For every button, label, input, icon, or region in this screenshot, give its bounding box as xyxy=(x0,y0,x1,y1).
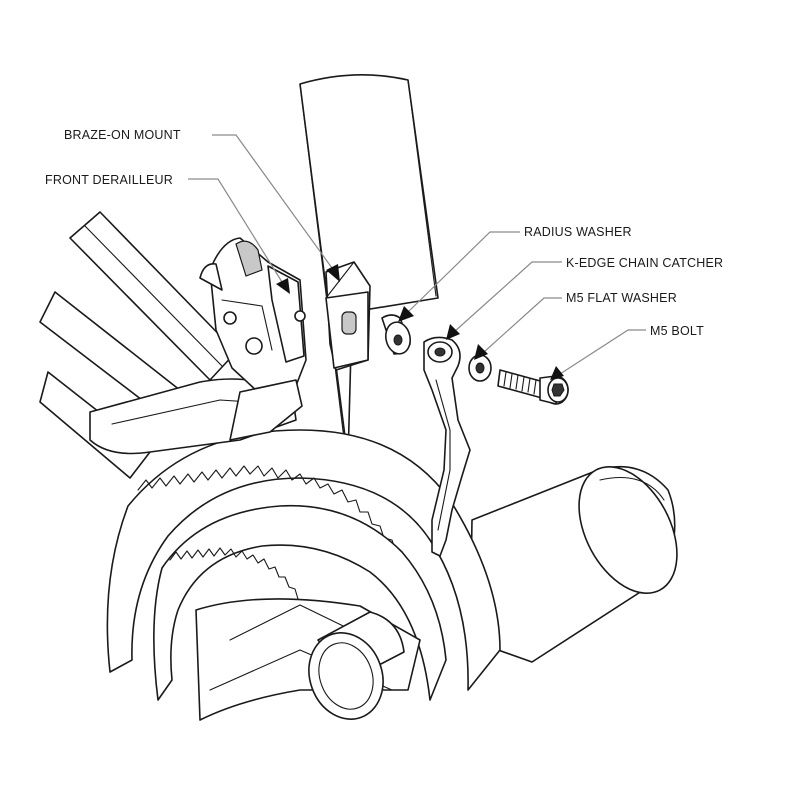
leader-front-derailleur xyxy=(188,178,283,283)
label-front-derailleur: FRONT DERAILLEUR xyxy=(45,173,173,187)
arrowhead-front-derailleur xyxy=(276,278,290,294)
leader-lines xyxy=(188,134,646,380)
arrowhead-flat-washer xyxy=(474,344,488,360)
m5-bolt xyxy=(497,369,569,405)
label-chain-catcher: K-EDGE CHAIN CATCHER xyxy=(566,256,723,270)
m5-flat-washer xyxy=(468,354,492,382)
arrowhead-chain-catcher xyxy=(446,324,460,340)
callout-labels: BRAZE-ON MOUNT FRONT DERAILLEUR RADIUS W… xyxy=(45,128,723,338)
label-braze-on-mount: BRAZE-ON MOUNT xyxy=(64,128,181,142)
arrowhead-bolt xyxy=(550,366,564,380)
label-flat-washer: M5 FLAT WASHER xyxy=(566,291,677,305)
arrowhead-braze-on-mount xyxy=(326,264,340,282)
leader-bolt xyxy=(559,329,646,375)
crank-axle xyxy=(308,611,405,720)
label-radius-washer: RADIUS WASHER xyxy=(524,225,632,239)
leader-flat-washer xyxy=(483,297,562,353)
label-bolt: M5 BOLT xyxy=(650,324,704,338)
front-derailleur xyxy=(89,237,307,455)
k-edge-chain-catcher xyxy=(423,336,471,557)
seat-tube xyxy=(299,74,439,461)
frame-tubes xyxy=(39,74,678,663)
radius-washer xyxy=(381,314,412,355)
leader-chain-catcher xyxy=(453,261,562,333)
chainring-inner xyxy=(153,504,447,721)
bottom-bracket-shell xyxy=(469,465,678,663)
braze-on-mount xyxy=(325,261,371,371)
leader-braze-on-mount xyxy=(212,134,333,269)
arrowhead-radius-washer xyxy=(398,306,414,322)
leader-radius-washer xyxy=(407,231,520,313)
